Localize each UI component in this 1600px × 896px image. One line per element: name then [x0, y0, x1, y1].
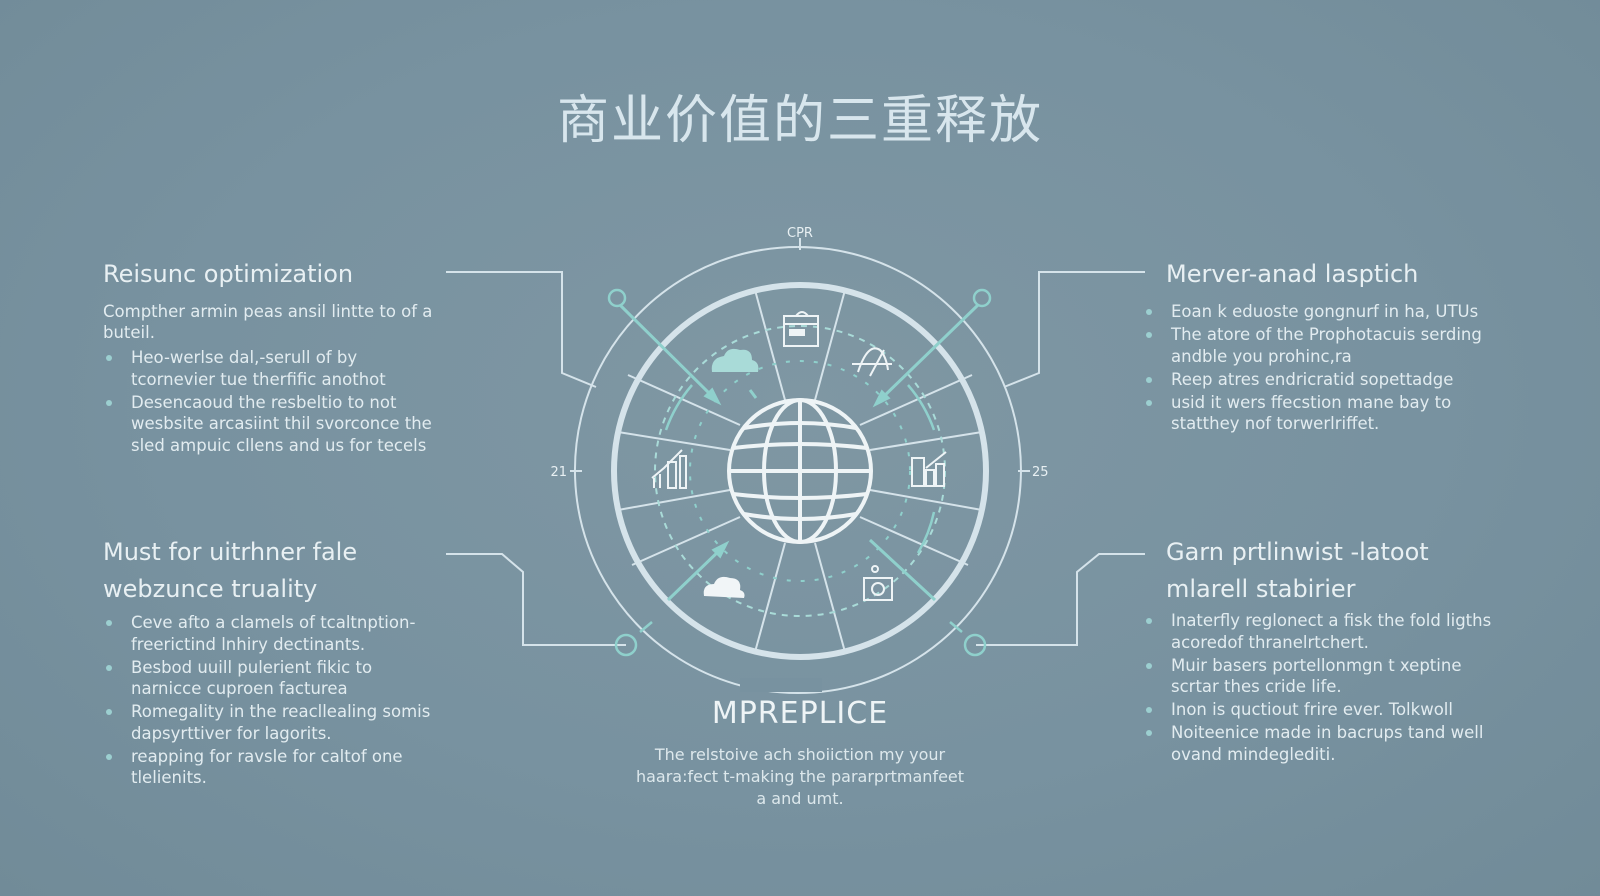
panel-bottom-left: Must for uitrhner fale webzunce truality…	[103, 534, 433, 790]
center-description: The relstoive ach shoiiction my your haa…	[635, 745, 965, 808]
panel-heading: Merver-anad lasptich	[1166, 260, 1419, 288]
cloud-icon	[703, 576, 745, 598]
panel-resource-optimization: Reisunc optimization Compther armin peas…	[103, 256, 433, 458]
bullet-item: reapping for ravsle for caltof one tleli…	[103, 746, 433, 789]
connector-top-left	[446, 271, 597, 388]
bullet-item: Eoan k eduoste gongnurf in ha, UTUs	[1143, 301, 1496, 323]
right-tick-label: 25	[1032, 465, 1049, 480]
left-tick-label: 21	[550, 465, 567, 480]
bullet-list: Eoan k eduoste gongnurf in ha, UTUs The …	[1143, 301, 1496, 435]
bullet-item: Romegality in the reacllealing somis dap…	[103, 701, 433, 744]
bullet-list: Ceve afto a clamels of tcaltnption-freer…	[103, 612, 433, 789]
panel-heading: Garn prtlinwist -latoot mlarell stabirie…	[1166, 538, 1429, 603]
panel-top-right: Merver-anad lasptich Eoan k eduoste gong…	[1146, 256, 1496, 436]
bullet-list: Inaterfly reglonect a fisk the fold ligt…	[1143, 610, 1496, 765]
bullet-item: Ceve afto a clamels of tcaltnption-freer…	[103, 612, 433, 655]
bullet-list: Heo-werlse dal,-serull of by tcornevier …	[103, 347, 433, 456]
bar-chart-up-icon	[651, 449, 687, 489]
panel-bottom-right: Garn prtlinwist -latoot mlarell stabirie…	[1146, 534, 1496, 767]
connector-bottom-right	[976, 553, 1145, 646]
bullet-item: Inaterfly reglonect a fisk the fold ligt…	[1143, 610, 1496, 653]
bullet-item: Muir basers portellonmgn t xeptine scrta…	[1143, 655, 1496, 698]
globe-icon	[727, 398, 873, 544]
panel-heading: Must for uitrhner fale webzunce truality	[103, 538, 358, 603]
connector-bottom-left	[446, 553, 626, 646]
bullet-item: usid it wers ffecstion mane bay to statt…	[1143, 392, 1496, 435]
settings-panel-icon	[863, 565, 893, 601]
connector-top-right	[1003, 271, 1145, 388]
top-tick-label: CPR	[787, 226, 813, 241]
panel-heading: Reisunc optimization	[103, 260, 354, 288]
cloud-icon	[711, 348, 759, 372]
smile-icon	[614, 633, 638, 657]
page-title: 商业价值的三重释放	[556, 91, 1043, 151]
teal-arcs	[664, 384, 936, 554]
center-label: MPREPLICE	[711, 696, 889, 731]
panel-intro: Compther armin peas ansil lintte to of a…	[103, 302, 433, 342]
bullet-item: Noiteenice made in bacrups tand well ova…	[1143, 722, 1496, 765]
bell-icon	[972, 288, 992, 308]
building-chart-icon	[911, 451, 947, 487]
bullet-item: Heo-werlse dal,-serull of by tcornevier …	[103, 347, 433, 390]
bullet-item: The atore of the Prophotacuis serding an…	[1143, 324, 1496, 367]
lock-icon	[963, 633, 987, 657]
bell-icon	[607, 288, 627, 308]
bullet-item: Inon is quctiout frire ever. Tolkwoll	[1143, 699, 1496, 721]
bullet-item: Reep atres endricratid sopettadge	[1143, 369, 1496, 391]
bullet-item: Desencaoud the resbeltio to not wesbsite…	[103, 392, 433, 457]
bullet-item: Besbod uuill pulerient fikic to narnicce…	[103, 657, 433, 700]
curve-graph-icon	[852, 347, 892, 377]
teal-arrows	[618, 303, 980, 602]
inner-ring	[611, 282, 989, 660]
outer-ring	[573, 246, 1022, 694]
spokes	[617, 289, 983, 653]
connector-lines	[446, 271, 1145, 646]
browser-window-icon	[783, 311, 819, 347]
